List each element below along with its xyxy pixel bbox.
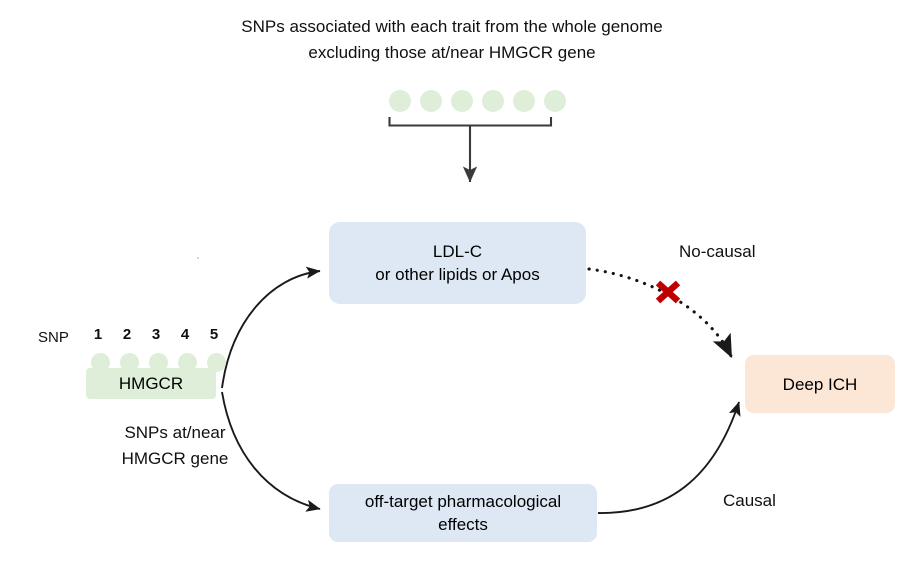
node-off-target-effects[interactable]: off-target pharmacological effects: [329, 484, 597, 542]
node-ldl-c[interactable]: LDL-C or other lipids or Apos: [329, 222, 586, 304]
snp-number-4: 4: [180, 326, 190, 343]
snp-number-2: 2: [122, 326, 132, 343]
snp-axis-label: SNP: [38, 329, 69, 346]
hmgcr-snp-dot-row: [91, 353, 226, 372]
snp-dot: [178, 353, 197, 372]
snp-dot: [420, 90, 442, 112]
snp-dot: [451, 90, 473, 112]
node-hmgcr[interactable]: HMGCR: [86, 368, 216, 399]
snp-dot: [513, 90, 535, 112]
snp-number-3: 3: [151, 326, 161, 343]
snp-dot: [389, 90, 411, 112]
bracket-connector: [388, 116, 553, 127]
snp-dot: [207, 353, 226, 372]
red-cross-icon: [655, 280, 681, 304]
label-causal: Causal: [723, 491, 776, 510]
label-snps-at-near-hmgcr: SNPs at/near HMGCR gene: [121, 423, 229, 468]
stray-speck: [197, 257, 199, 259]
arrow-hmgcr-to-ldl: [221, 266, 321, 389]
snp-dot: [482, 90, 504, 112]
node-deep-ich[interactable]: Deep ICH: [745, 355, 895, 413]
snp-number-1: 1: [93, 326, 103, 343]
snp-dot: [544, 90, 566, 112]
snp-dot: [149, 353, 168, 372]
snp-number-5: 5: [209, 326, 219, 343]
diagram-caption: SNPs associated with each trait from the…: [241, 17, 663, 62]
top-snp-dot-row: [389, 90, 566, 112]
snp-dot: [120, 353, 139, 372]
arrow-ldl-to-deepich-dotted: [587, 267, 733, 358]
label-no-causal: No-causal: [679, 242, 756, 261]
arrow-offtarget-to-deepich: [597, 401, 741, 514]
snp-dot: [91, 353, 110, 372]
